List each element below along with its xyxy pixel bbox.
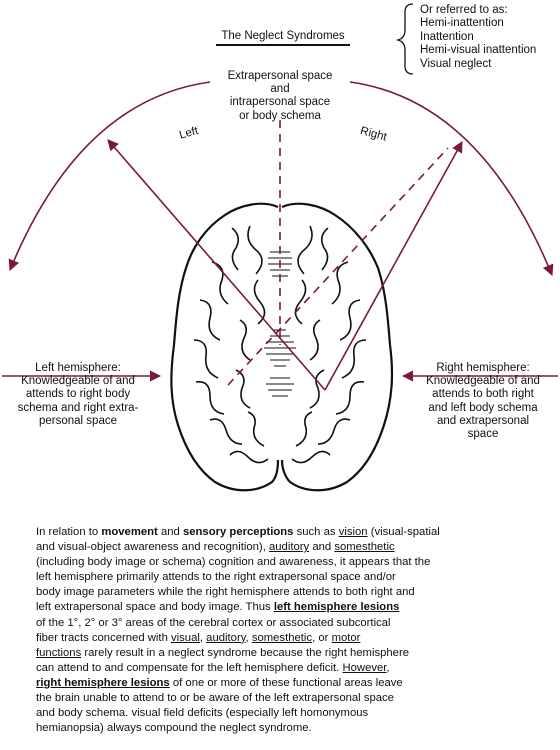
right-hemisphere-line: space: [467, 428, 499, 441]
paragraph-line: hemianopsia) always compound the neglect…: [36, 721, 541, 736]
space-label-line: intrapersonal space: [229, 96, 331, 109]
left-hemisphere-line: schema and right extra-: [17, 401, 139, 414]
paragraph-line: body image parameters while the right he…: [36, 585, 541, 600]
paragraph-line: left hemisphere primarily attends to the…: [36, 570, 541, 585]
paragraph-run: such as: [293, 526, 339, 538]
paragraph-run: somesthetic: [334, 541, 395, 554]
space-label-line: Extrapersonal space: [227, 70, 333, 82]
right-hemisphere-line: and left body schema: [428, 401, 538, 414]
left-hemisphere-attention-line: [107, 139, 326, 391]
paragraph-run: hemianopsia) always compound the neglect…: [36, 722, 312, 735]
paragraph-run: vision: [338, 526, 368, 538]
paragraph-run: and body schema. visual field deficits (…: [36, 707, 369, 720]
paragraph-run: rarely result in a neglect syndrome beca…: [81, 646, 409, 659]
paragraph-line: left extrapersonal space and body image.…: [36, 600, 541, 615]
paragraph-run: functions: [36, 646, 82, 659]
paragraph-run: left hemisphere lesions: [273, 601, 400, 614]
alternate-name-item: Hemi-inattention: [420, 17, 504, 30]
paragraph-line: fiber tracts concerned with visual, audi…: [36, 631, 541, 646]
paragraph-run: (visual-spatial: [367, 526, 440, 538]
paragraph-run: the brain unable to attend to or be awar…: [36, 692, 394, 705]
paragraph-run: sensory perceptions: [182, 526, 294, 538]
paragraph-run: movement: [101, 526, 158, 538]
left-hemisphere-line: Knowledgeable of and: [21, 375, 135, 388]
right-hemisphere-line: attends to both right: [432, 388, 534, 401]
paragraph-run: and visual-object awareness and recognit…: [36, 541, 269, 554]
right-hemisphere-description: Right hemisphere: Knowledgeable of and a…: [406, 362, 560, 441]
space-label-line: and: [270, 83, 290, 96]
paragraph-line: functions rarely result in a neglect syn…: [36, 646, 541, 661]
alternate-name-item: Inattention: [420, 30, 474, 43]
right-hemisphere-line: Knowledgeable of and: [426, 375, 540, 388]
space-label: Extrapersonal space and intrapersonal sp…: [205, 70, 355, 123]
left-hemisphere-attention-line: [324, 141, 463, 391]
left-hemisphere-description: Left hemisphere: Knowledgeable of and at…: [0, 362, 156, 428]
paragraph-run: somesthetic: [251, 631, 313, 644]
paragraph-line: of the 1°, 2° or 3° areas of the cerebra…: [36, 616, 541, 631]
paragraph-run: body image parameters while the right he…: [36, 586, 415, 599]
paragraph-run: However,: [342, 661, 390, 674]
paragraph-line: right hemisphere lesions of one or more …: [36, 676, 541, 691]
right-hemisphere-line: and extrapersonal: [436, 414, 530, 427]
alternate-name-item: Hemi-visual inattention: [420, 44, 537, 57]
explanatory-paragraph: In relation to movement and sensory perc…: [36, 525, 541, 736]
right-hemisphere-heading: Right hemisphere:: [436, 362, 530, 374]
left-hemisphere-heading: Left hemisphere:: [35, 362, 121, 374]
paragraph-run: visual: [171, 631, 200, 644]
brain-outline-icon: [170, 202, 394, 492]
paragraph-line: the brain unable to attend to or be awar…: [36, 691, 541, 706]
paragraph-run: and: [157, 526, 183, 538]
alternate-names-list: Or referred to as: Hemi-inattention Inat…: [420, 4, 536, 71]
paragraph-run: right hemisphere lesions: [36, 676, 170, 689]
left-hemisphere-line: personal space: [39, 414, 117, 427]
paragraph-run: motor: [331, 631, 361, 644]
paragraph-run: , or: [312, 631, 332, 644]
curly-brace-icon: [395, 3, 414, 75]
paragraph-run: and: [309, 541, 335, 554]
extrapersonal-arc-arrow: [349, 81, 554, 277]
space-label-line: or body schema: [239, 109, 321, 122]
paragraph-line: and visual-object awareness and recognit…: [36, 540, 541, 555]
paragraph-run: fiber tracts concerned with: [36, 631, 171, 644]
paragraph-run: In relation to: [36, 526, 102, 538]
extrapersonal-arc-arrow: [8, 81, 211, 272]
paragraph-run: of the 1°, 2° or 3° areas of the cerebra…: [36, 616, 391, 629]
paragraph-run: of one or more of these functional areas…: [169, 676, 403, 689]
paragraph-run: auditory: [268, 541, 310, 554]
paragraph-run: can attend to and compensate for the lef…: [36, 661, 343, 674]
paragraph-line: and body schema. visual field deficits (…: [36, 706, 541, 721]
paragraph-line: (including body image or schema) cogniti…: [36, 555, 541, 570]
paragraph-run: left extrapersonal space and body image.…: [36, 601, 274, 614]
paragraph-run: auditory: [206, 631, 246, 644]
paragraph-run: left hemisphere primarily attends to the…: [36, 571, 396, 584]
alternate-name-item: Visual neglect: [420, 57, 492, 70]
paragraph-run: ,: [245, 631, 252, 644]
left-hemisphere-line: attends to right body: [25, 388, 131, 401]
paragraph-line: In relation to movement and sensory perc…: [36, 525, 541, 540]
alternate-names-intro: Or referred to as:: [420, 4, 508, 16]
paragraph-run: ,: [199, 631, 207, 644]
diagram-title: The Neglect Syndromes: [216, 30, 350, 46]
paragraph-run: (including body image or schema) cogniti…: [36, 556, 431, 569]
right-hemisphere-attention-line: [227, 147, 449, 386]
paragraph-line: can attend to and compensate for the lef…: [36, 661, 541, 676]
